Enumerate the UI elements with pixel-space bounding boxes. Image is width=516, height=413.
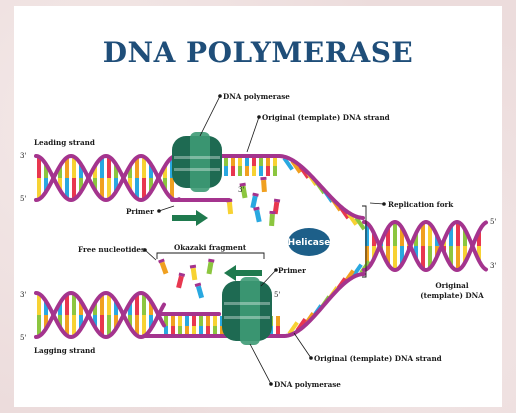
- end-right-3: 3': [490, 262, 496, 270]
- label-replication-fork: Replication fork: [388, 200, 454, 209]
- dna-polymerase-top-shape: [172, 132, 222, 192]
- label-original-template-right-2: (template) DNA: [420, 291, 484, 300]
- end-top-mid-3: 3': [238, 186, 244, 194]
- dna-polymerase-bottom-shape: [222, 277, 272, 345]
- end-leading-5: 5': [20, 195, 26, 203]
- leading-direction-arrow: [172, 210, 208, 226]
- end-bottom-mid-5: 5': [274, 291, 280, 299]
- okazaki-bracket: [157, 253, 264, 259]
- end-lagging-5: 5': [20, 334, 26, 342]
- label-template-bottom: Original (template) DNA strand: [314, 354, 442, 363]
- end-lagging-3: 3': [20, 291, 26, 299]
- label-dna-polymerase-top: DNA polymerase: [223, 92, 290, 101]
- label-template-top: Original (template) DNA strand: [262, 113, 390, 122]
- free-nucleotides: [158, 177, 280, 299]
- helicase-shape: Helicase: [288, 228, 331, 256]
- label-dna-polymerase-bottom: DNA polymerase: [274, 380, 341, 389]
- end-right-5: 5': [490, 218, 496, 226]
- label-primer-top: Primer: [126, 207, 154, 216]
- label-lagging-strand: Lagging strand: [34, 346, 95, 355]
- label-free-nucleotides: Free nucleotides: [78, 245, 145, 254]
- helicase-label: Helicase: [288, 238, 331, 248]
- end-leading-3: 3': [20, 152, 26, 160]
- label-primer-bottom: Primer: [278, 266, 306, 275]
- dna-replication-diagram: Helicase: [14, 6, 502, 407]
- diagram-card: DNA POLYMERASE: [14, 6, 502, 407]
- label-leading-strand: Leading strand: [34, 138, 95, 147]
- label-original-template-right-1: Original: [435, 281, 468, 290]
- label-okazaki-fragment: Okazaki fragment: [174, 243, 247, 252]
